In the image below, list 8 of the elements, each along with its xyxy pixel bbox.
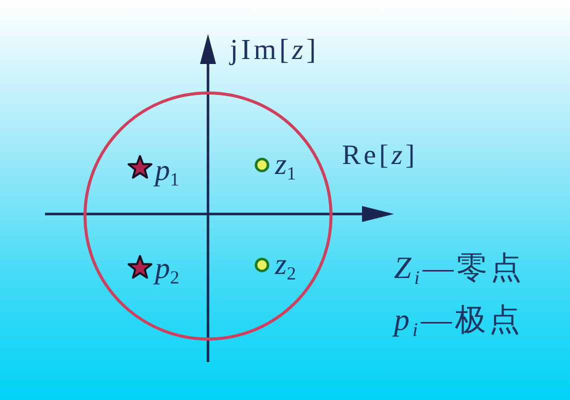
point-label: z$_{1}$: [275, 150, 296, 184]
point-label: p$_{1}$: [155, 156, 180, 190]
legend-text: Z$_{i}$—零点: [394, 252, 525, 288]
axis-label: jIm[z]: [230, 36, 319, 65]
axis-label: Re[z]: [342, 142, 418, 170]
point-label: p$_{2}$: [155, 254, 180, 288]
point-label: z$_{2}$: [275, 250, 296, 284]
legend-text: p$_{i}$—极点: [394, 304, 523, 340]
